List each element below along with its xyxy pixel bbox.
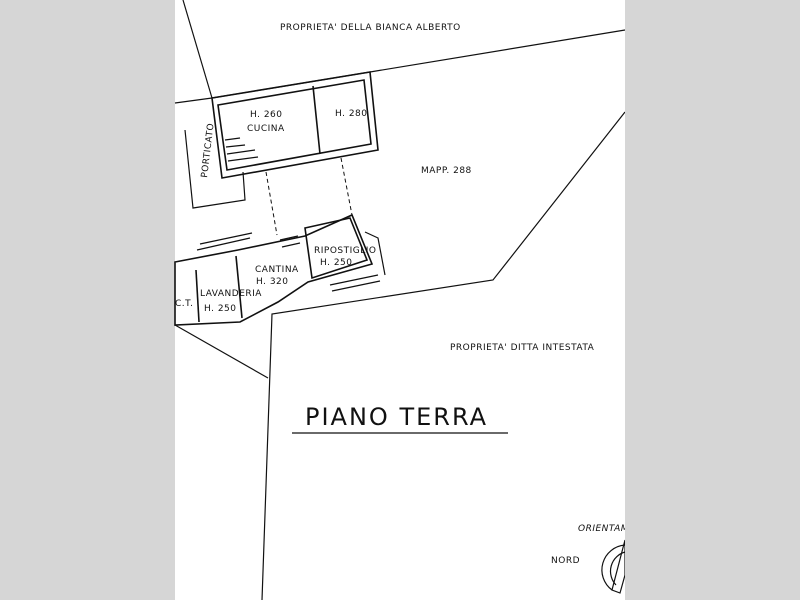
room-name-cucina: CUCINA <box>247 124 285 134</box>
lower-building <box>174 213 386 326</box>
room-name-lavanderia: LAVANDERIA <box>200 289 262 299</box>
property-north-label: PROPRIETA' DELLA BIANCA ALBERTO <box>280 23 461 33</box>
room-height: H. 260 <box>250 110 283 120</box>
plan-title: PIANO TERRA <box>305 403 488 431</box>
north-arrow-icon <box>601 539 626 594</box>
room-name-cantina: CANTINA <box>255 265 299 275</box>
room-height: H. 280 <box>335 109 368 119</box>
north-label: NORD <box>551 556 580 566</box>
room-height: H. 320 <box>256 277 289 287</box>
room-name-ripostiglio: RIPOSTIGLIO <box>314 246 377 256</box>
property-boundaries <box>174 0 626 600</box>
room-name-ct: C.T. <box>175 299 193 309</box>
orientation-label: ORIENTAM <box>578 524 629 534</box>
stairs-icon <box>224 137 259 162</box>
upper-building <box>184 71 379 236</box>
room-height: H. 250 <box>320 258 353 268</box>
parcel-label: MAPP. 288 <box>421 166 472 176</box>
property-south-label: PROPRIETA' DITTA INTESTATA <box>450 343 595 353</box>
stairs-icon <box>196 232 381 292</box>
room-height: H. 250 <box>204 304 237 314</box>
room-name-porticato: PORTICATO <box>200 122 217 178</box>
